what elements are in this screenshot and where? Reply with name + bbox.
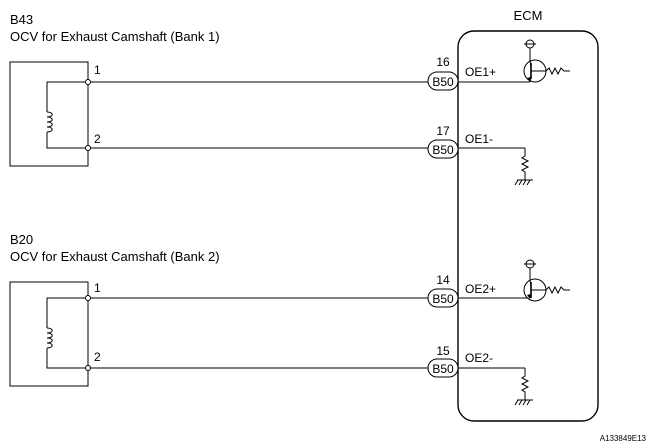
connector-code: B50 — [432, 292, 454, 306]
connector-badge — [427, 71, 459, 91]
ecm-unit: ECM — [457, 8, 599, 422]
ground-icon — [514, 399, 533, 406]
resistor-icon — [545, 285, 570, 295]
inductor-coil-icon — [46, 297, 88, 369]
resistor-icon — [545, 66, 570, 76]
pin-label: 1 — [94, 63, 101, 77]
terminal-name: OE2+ — [465, 282, 496, 296]
connector-code: B50 — [432, 362, 454, 376]
inductor-coil-icon — [46, 81, 88, 149]
pin-number: 17 — [436, 124, 450, 138]
ecm-title: ECM — [514, 8, 543, 23]
pin-label: 2 — [94, 350, 101, 364]
resistor-icon — [520, 148, 530, 180]
connector-oe1-minus: 17 B50 OE1- — [427, 124, 493, 159]
component-b20: B20 OCV for Exhaust Camshaft (Bank 2) 1 … — [9, 232, 220, 387]
connector-code: B50 — [432, 75, 454, 89]
resistor-icon — [520, 368, 530, 400]
transistor-icon — [523, 39, 547, 83]
component-name: OCV for Exhaust Camshaft (Bank 2) — [10, 249, 220, 264]
pin-terminal — [85, 79, 91, 85]
pin-terminal — [85, 295, 91, 301]
figure-id: A133849E13 — [600, 434, 647, 443]
ecm-outline — [457, 30, 599, 422]
pin-label: 2 — [94, 132, 101, 146]
component-box — [9, 281, 89, 387]
connector-oe1-plus: 16 B50 OE1+ — [427, 55, 496, 91]
wires — [90, 81, 530, 369]
component-code: B43 — [10, 12, 33, 27]
connector-badge — [427, 288, 459, 308]
transistor-icon — [523, 259, 547, 302]
terminal-name: OE1- — [465, 132, 493, 146]
pin-terminal — [85, 145, 91, 151]
component-name: OCV for Exhaust Camshaft (Bank 1) — [10, 29, 220, 44]
terminal-name: OE1+ — [465, 65, 496, 79]
component-box — [9, 61, 89, 167]
connector-code: B50 — [432, 143, 454, 157]
component-code: B20 — [10, 232, 33, 247]
pin-number: 16 — [436, 55, 450, 69]
connector-badge — [427, 139, 459, 159]
connector-oe2-plus: 14 B50 OE2+ — [427, 273, 496, 308]
connector-badge — [427, 358, 459, 378]
ground-icon — [514, 179, 533, 186]
pin-label: 1 — [94, 281, 101, 295]
pin-number: 15 — [436, 344, 450, 358]
pin-terminal — [85, 365, 91, 371]
terminal-name: OE2- — [465, 351, 493, 365]
pin-number: 14 — [436, 273, 450, 287]
connector-oe2-minus: 15 B50 OE2- — [427, 344, 493, 378]
component-b43: B43 OCV for Exhaust Camshaft (Bank 1) 1 … — [9, 12, 220, 167]
